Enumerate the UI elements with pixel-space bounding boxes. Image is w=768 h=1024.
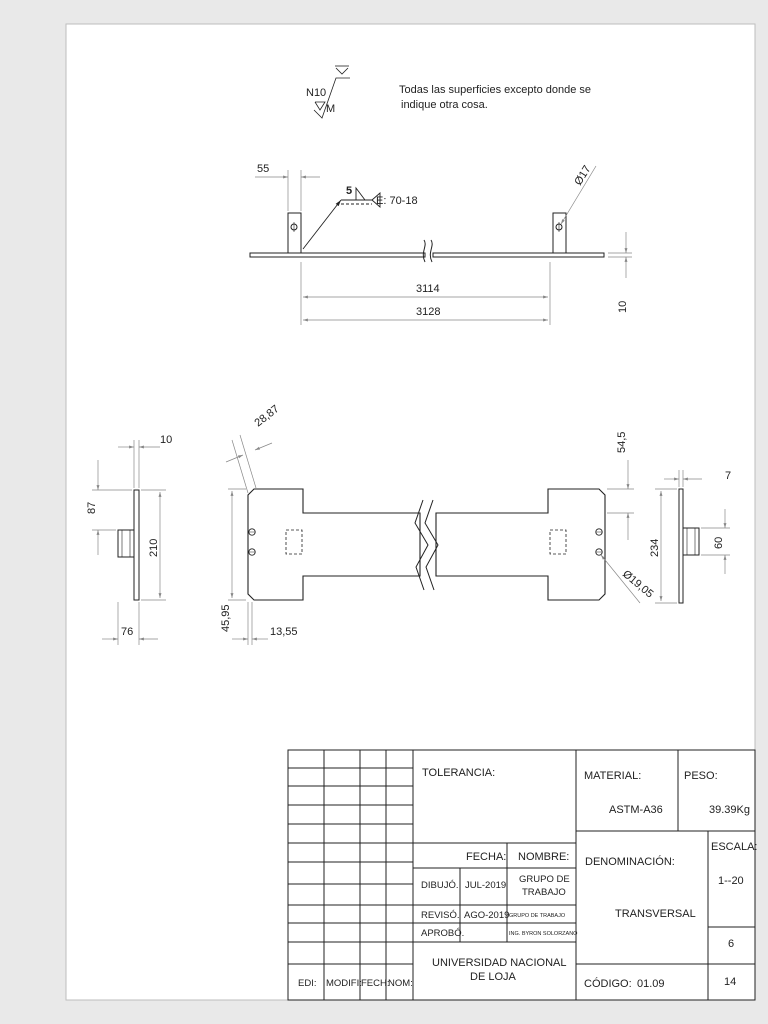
tolerancia-label: TOLERANCIA: <box>422 767 495 779</box>
left-dim-thickness: 10 <box>160 434 172 446</box>
material-label: MATERIAL: <box>584 770 641 782</box>
weld-electrode: E: 70-18 <box>376 195 418 207</box>
denominacion-label: DENOMINACIÓN: <box>585 855 675 868</box>
denominacion-value: TRANSVERSAL <box>615 908 696 920</box>
right-dim-tab: 60 <box>713 537 725 549</box>
university-line1: UNIVERSIDAD NACIONAL <box>432 957 566 969</box>
weld-symbol <box>302 186 381 250</box>
left-dim-width: 76 <box>121 626 133 638</box>
university-line2: DE LOJA <box>470 971 517 983</box>
right-view-tube <box>682 527 700 556</box>
dibujo-nombre-2: TRABAJO <box>522 887 566 898</box>
right-end-view: 7 234 60 <box>649 470 731 604</box>
left-view-tube <box>117 529 135 558</box>
peso-value: 39.39Kg <box>709 804 750 816</box>
plan-view-holes <box>248 528 603 556</box>
material-value: ASTM-A36 <box>609 804 663 816</box>
surface-symbol-right: M <box>326 103 335 115</box>
general-note-line1: Todas las superficies excepto donde se <box>399 84 591 96</box>
nombre-label: NOMBRE: <box>518 851 569 863</box>
reviso-nombre: GRUPO DE TRABAJO <box>509 913 566 919</box>
right-dim-thickness: 7 <box>725 470 731 482</box>
sheet-number: 6 <box>728 938 734 950</box>
plan-dim-top: 54,5 <box>616 432 628 453</box>
top-view: 55 Ø17 3114 3128 10 5 E: 70-18 <box>249 163 632 325</box>
dibujo-label: DIBUJÓ. <box>421 880 458 891</box>
left-view-plate <box>133 489 140 601</box>
left-dim-tab: 87 <box>86 502 98 514</box>
plan-dim-edge-offset: 13,55 <box>270 626 298 638</box>
top-view-bar <box>249 239 605 263</box>
dibujo-nombre-1: GRUPO DE <box>519 874 570 885</box>
general-note-line2: indique otra cosa. <box>401 99 488 111</box>
plan-view-outline <box>247 488 606 601</box>
rev-edi-label: EDI: <box>298 978 316 989</box>
reviso-label: REVISÓ. <box>421 910 460 921</box>
top-view-dimensions <box>255 165 632 325</box>
escala-label: ESCALA: <box>711 841 757 853</box>
top-dim-offset: 55 <box>257 163 269 175</box>
left-view-dimensions <box>92 440 166 645</box>
plan-view: 28,87 45,95 13,55 54,5 Ø19,05 <box>220 403 655 645</box>
aprobo-label: APROBÓ. <box>421 928 464 939</box>
codigo-label: CÓDIGO: <box>584 977 632 990</box>
left-dim-height: 210 <box>148 539 160 557</box>
top-dim-thickness: 10 <box>617 301 629 313</box>
top-dim-total-length: 3128 <box>416 306 440 318</box>
total-number: 14 <box>724 976 736 988</box>
right-dim-height: 234 <box>649 539 661 557</box>
right-view-dimensions <box>655 470 730 604</box>
plan-view-dimensions <box>225 434 641 645</box>
escala-value: 1--20 <box>718 875 744 887</box>
top-view-left-tab <box>287 212 302 254</box>
right-view-plate <box>678 488 684 604</box>
peso-label: PESO: <box>684 770 718 782</box>
reviso-fecha: AGO-2019 <box>464 910 509 921</box>
aprobo-nombre: ING. BYRON SOLORZANO <box>509 931 578 937</box>
surface-finish-symbol <box>313 65 350 119</box>
plan-view-tubes <box>285 529 567 555</box>
left-end-view: 10 87 210 76 <box>86 434 172 645</box>
plan-view-break <box>414 499 439 591</box>
surface-symbol-left: N10 <box>306 87 326 99</box>
top-dim-inner-length: 3114 <box>416 283 440 295</box>
title-block: TOLERANCIA: MATERIAL: ASTM-A36 PESO: 39.… <box>287 749 757 1001</box>
rev-fech-label: FECH: <box>361 978 390 989</box>
weld-size: 5 <box>346 185 352 197</box>
dibujo-fecha: JUL-2019 <box>465 880 506 891</box>
fecha-label: FECHA: <box>466 851 506 863</box>
rev-modifi-label: MODIFI: <box>326 978 362 989</box>
plan-dim-edge-height: 45,95 <box>220 604 232 632</box>
rev-nom-label: NOM: <box>388 978 413 989</box>
codigo-value: 01.09 <box>637 978 665 990</box>
